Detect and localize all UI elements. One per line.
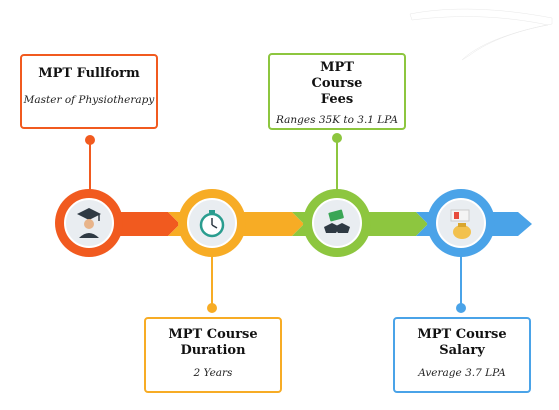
box-subtitle: Ranges 35K to 3.1 LPA — [276, 114, 398, 126]
graduate-icon — [77, 208, 101, 238]
box-subtitle: 2 Years — [193, 367, 233, 379]
stopwatch-icon — [199, 210, 225, 238]
node-fullform — [55, 189, 123, 257]
node-fees — [303, 189, 371, 257]
info-box-salary: MPT Course Salary Average 3.7 LPA — [393, 317, 531, 393]
connector-dot-salary — [456, 303, 466, 313]
connector-dot-duration — [207, 303, 217, 313]
box-subtitle: Master of Physiotherapy — [23, 94, 155, 106]
money-handshake-icon — [324, 209, 350, 233]
box-title: MPT Course Fees — [311, 60, 363, 107]
connector-dot-fullform — [85, 135, 95, 145]
info-box-fullform: MPT Fullform Master of Physiotherapy — [20, 54, 158, 129]
info-box-fees: MPT Course Fees Ranges 35K to 3.1 LPA — [268, 53, 406, 130]
node-salary — [427, 189, 495, 257]
connector-dot-fees — [332, 133, 342, 143]
box-title: MPT Course Salary — [417, 327, 507, 358]
box-subtitle: Average 3.7 LPA — [418, 367, 506, 379]
box-title: MPT Course Duration — [168, 327, 258, 358]
money-bag-icon — [450, 209, 471, 239]
box-title: MPT Fullform — [38, 66, 140, 81]
info-box-duration: MPT Course Duration 2 Years — [144, 317, 282, 393]
node-duration — [178, 189, 246, 257]
